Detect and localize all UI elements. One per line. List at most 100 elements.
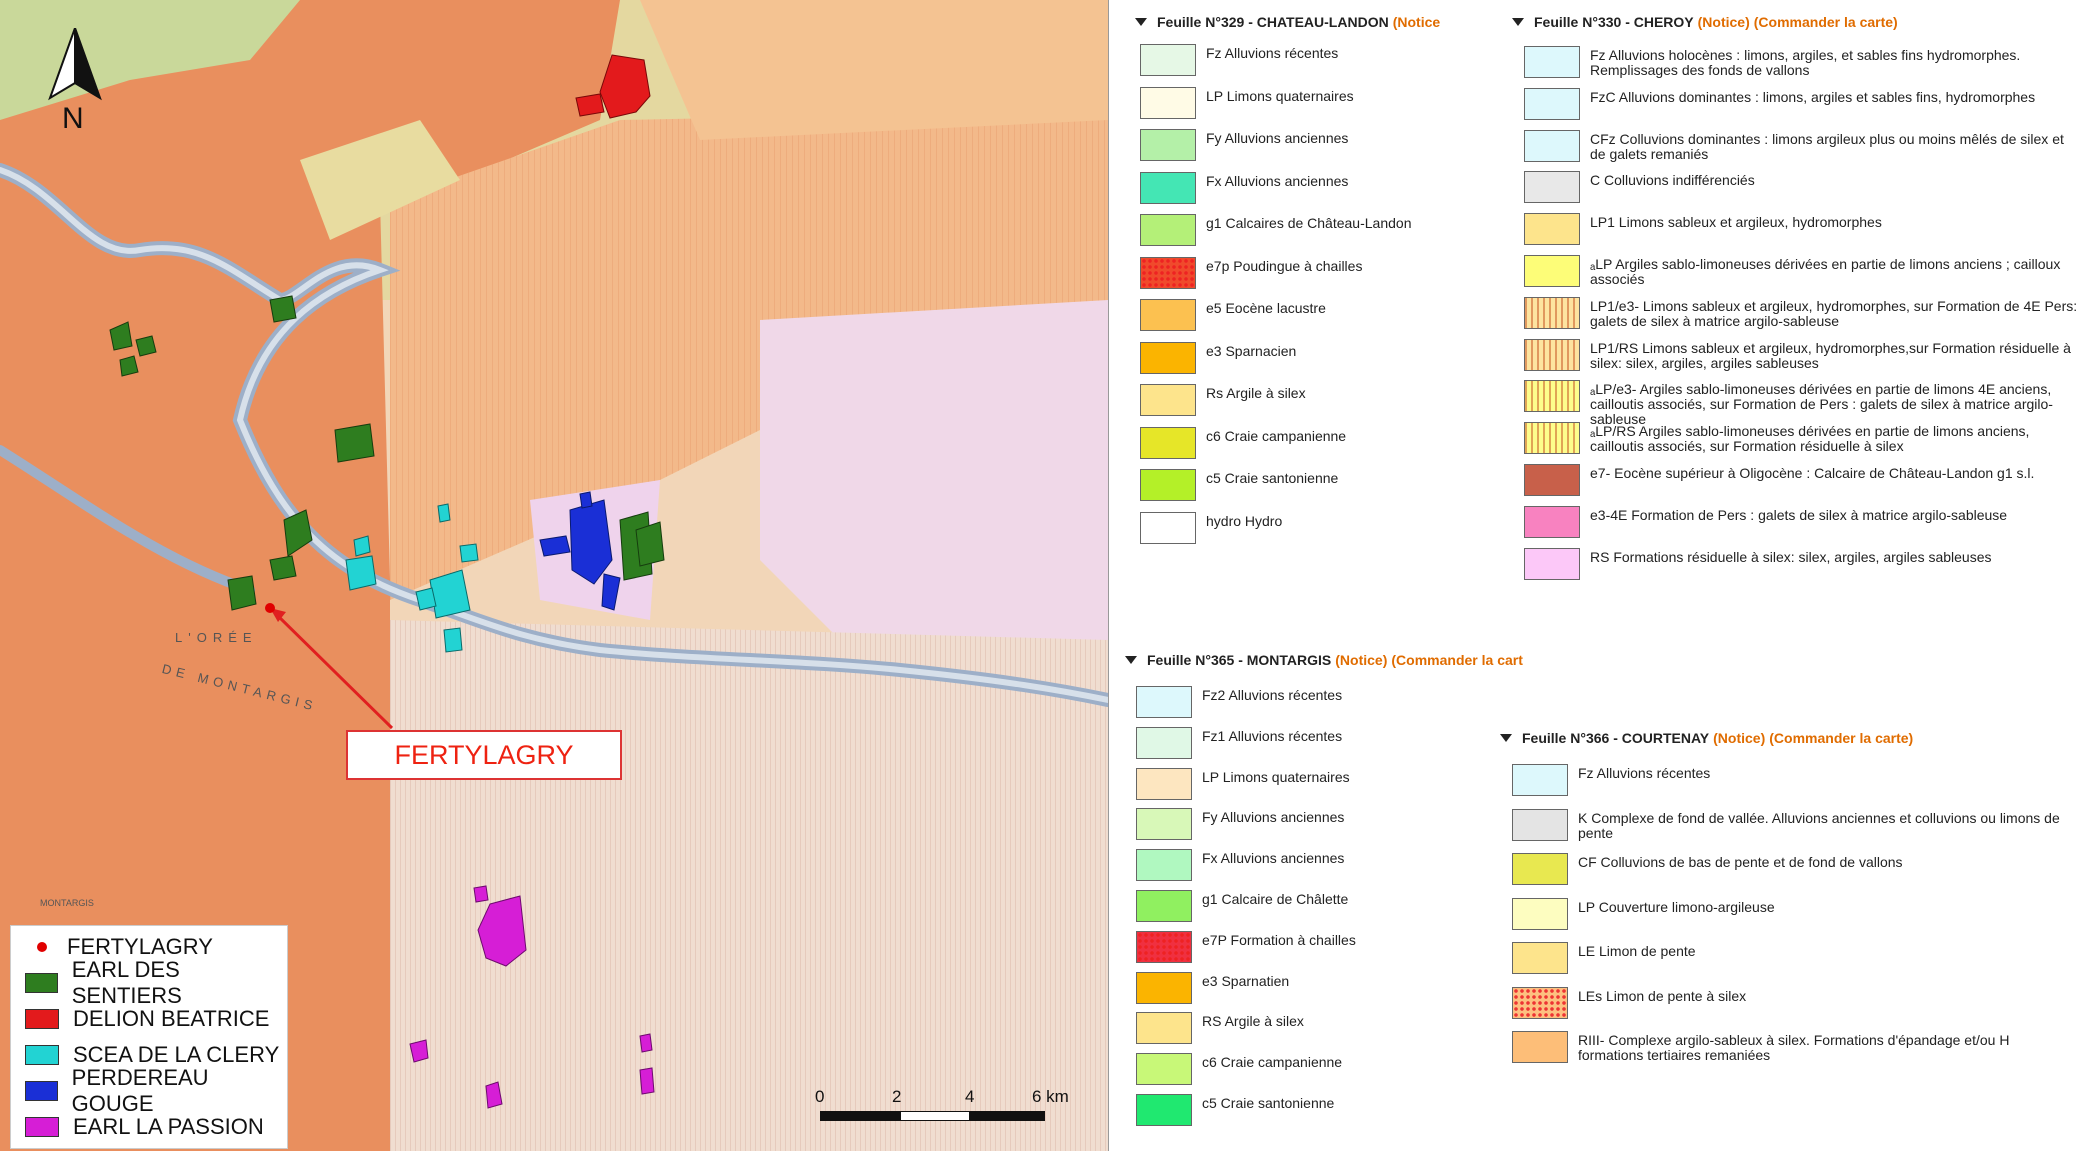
legend-swatch [1140, 86, 1196, 119]
geology-legend-entry: CF Colluvions de bas de pente et de fond… [1512, 853, 2068, 885]
scale-label-0: 0 [815, 1087, 825, 1106]
legend-swatch [1512, 986, 1568, 1019]
geology-legend-entry: Fz Alluvions récentes [1140, 44, 1456, 76]
legend-entry-label: RS Formations résiduelle à silex: silex,… [1590, 548, 1992, 565]
geology-legend-entry: K Complexe de fond de vallée. Alluvions … [1512, 808, 2068, 841]
collapse-triangle-icon[interactable] [1500, 734, 1512, 742]
legend-entry-label: Fz2 Alluvions récentes [1202, 687, 1343, 703]
place-label-oree: L'ORÉE [175, 630, 258, 645]
geology-legend-entry: ₐLP Argiles sablo-limoneuses dérivées en… [1524, 255, 2080, 287]
legend-swatch [1140, 214, 1196, 246]
geology-legend-entry: e7- Eocène supérieur à Oligocène : Calca… [1524, 464, 2080, 496]
order-map-link[interactable]: (Commander la carte) [1753, 14, 1898, 30]
sheet-330: Feuille N°330 - CHEROY(Notice)(Commander… [1512, 12, 1898, 32]
legend-swatch [1512, 808, 1568, 841]
geology-legend-entry: e3-4E Formation de Pers : galets de sile… [1524, 505, 2080, 538]
collapse-triangle-icon[interactable] [1512, 18, 1524, 26]
geology-legend-entry: RS Formations résiduelle à silex: silex,… [1524, 547, 2080, 580]
legend-entry-label: CF Colluvions de bas de pente et de fond… [1578, 854, 1903, 870]
geology-legend-entry: RS Argile à silex [1136, 1012, 1452, 1045]
geology-legend-entry: LP1/e3- Limons sableux et argileux, hydr… [1524, 296, 2080, 329]
legend-swatch [1140, 384, 1196, 416]
geology-legend-entry: c6 Craie campanienne [1140, 426, 1456, 459]
geology-legend-entry: e3 Sparnacien [1140, 341, 1456, 374]
map-zone-hatched [390, 110, 1108, 600]
legend-swatch [1140, 129, 1196, 161]
north-label: N [62, 102, 84, 135]
legend-swatch [25, 973, 58, 993]
legend-entry-label: Fz Alluvions récentes [1206, 45, 1339, 61]
legend-swatch [1136, 686, 1192, 718]
sheet-title[interactable]: Feuille N°330 - CHEROY(Notice)(Commander… [1512, 12, 1898, 32]
legend-swatch [1136, 890, 1192, 922]
legend-entry-label: Fx Alluvions anciennes [1202, 850, 1345, 867]
legend-swatch [1136, 767, 1192, 800]
legend-swatch [25, 1045, 59, 1065]
legend-swatch [1524, 464, 1580, 496]
legend-entry-label: hydro Hydro [1206, 512, 1283, 529]
collapse-triangle-icon[interactable] [1135, 18, 1147, 26]
legend-swatch [1524, 171, 1580, 204]
map-zone-pink [760, 300, 1108, 700]
geology-legend-entry: Fz2 Alluvions récentes [1136, 686, 1452, 718]
geology-legend-entry: Fx Alluvions anciennes [1136, 849, 1452, 882]
legend-swatch [1140, 426, 1196, 459]
parcels-scea-de-la-clery [345, 503, 479, 653]
notice-link[interactable]: (Notice [1392, 14, 1441, 30]
sheet-title[interactable]: Feuille N°329 - CHATEAU-LANDON(Notice [1135, 12, 1440, 32]
geology-legend-entry: LP Couverture limono-argileuse [1512, 897, 2068, 930]
legend-swatch [1136, 726, 1192, 759]
geology-legend-entry: c5 Craie santonienne [1140, 469, 1456, 501]
geology-legend-entry: Fx Alluvions anciennes [1140, 171, 1456, 204]
legend-entry-label: c6 Craie campanienne [1206, 427, 1347, 444]
legend-entry-label: c5 Craie santonienne [1206, 470, 1339, 486]
parcels-earl-des-sentiers [109, 295, 665, 611]
legend-swatch [1524, 46, 1580, 78]
legend-entry-label: Fy Alluvions anciennes [1202, 809, 1345, 826]
notice-link[interactable]: (Notice) [1713, 730, 1766, 746]
legend-entry-label: RIII- Complexe argilo-sableux à silex. F… [1578, 1032, 2010, 1063]
legend-dot-icon [37, 942, 47, 952]
parcels-earl-la-passion [409, 885, 655, 1109]
legend-swatch [1512, 942, 1568, 974]
place-label-montargis: MONTARGIS [40, 898, 94, 908]
geology-legend-entry: FzC Alluvions dominantes : limons, argil… [1524, 87, 2080, 120]
legend-swatch [1136, 1012, 1192, 1045]
notice-link[interactable]: (Notice) [1697, 14, 1750, 30]
legend-entry-label: e3-4E Formation de Pers : galets de sile… [1590, 506, 2008, 523]
legend-entry-label: LP Limons quaternaires [1202, 768, 1350, 785]
legend-swatch [1524, 129, 1580, 162]
legend-entry-label: LP1 Limons sableux et argileux, hydromor… [1590, 214, 1882, 231]
legend-entry-label: e5 Eocène lacustre [1206, 300, 1326, 316]
map-legend-label: PERDEREAU GOUGE [71, 1065, 209, 1116]
legend-entry-label: e7- Eocène supérieur à Oligocène : Calca… [1590, 465, 2035, 481]
notice-link[interactable]: (Notice) [1335, 652, 1388, 668]
legend-entry-label: LP Couverture limono-argileuse [1578, 898, 1775, 915]
geology-legend-entry: LEs Limon de pente à silex [1512, 986, 2068, 1019]
legend-swatch [1512, 897, 1568, 930]
legend-swatch [1136, 1053, 1192, 1086]
legend-swatch [1524, 422, 1580, 455]
geology-legend-entry: e7P Formation à chailles [1136, 930, 1452, 963]
legend-entry-label: Fz1 Alluvions récentes [1202, 727, 1343, 744]
geology-map[interactable]: N FERTYLAGRY L'ORÉE DE MONTARGIS MONTARG… [0, 0, 1109, 1151]
geology-legend-entry: RIII- Complexe argilo-sableux à silex. F… [1512, 1031, 2068, 1063]
legend-swatch [25, 1117, 59, 1137]
collapse-triangle-icon[interactable] [1125, 656, 1137, 664]
scale-bar: 0 2 4 6 km [810, 1087, 1090, 1127]
legend-entry-label: e7P Formation à chailles [1202, 931, 1356, 948]
fertylagry-marker [265, 603, 275, 613]
order-map-link[interactable]: (Commander la carte) [1769, 730, 1914, 746]
sheet-title[interactable]: Feuille N°365 - MONTARGIS(Notice)(Comman… [1125, 650, 1523, 670]
order-map-link[interactable]: (Commander la cart [1391, 652, 1523, 668]
sheet-title[interactable]: Feuille N°366 - COURTENAY(Notice)(Comman… [1500, 728, 1913, 748]
geology-legend-entry: Fz1 Alluvions récentes [1136, 726, 1452, 759]
legend-entry-label: FzC Alluvions dominantes : limons, argil… [1590, 88, 2036, 105]
geology-legend-entry: Fy Alluvions anciennes [1140, 129, 1456, 161]
map-legend-item: SCEA DE LA CLERY [25, 1040, 279, 1070]
map-zone-orange [0, 0, 620, 1151]
legend-swatch [1512, 853, 1568, 885]
north-arrow [40, 28, 110, 138]
legend-swatch [1524, 547, 1580, 580]
